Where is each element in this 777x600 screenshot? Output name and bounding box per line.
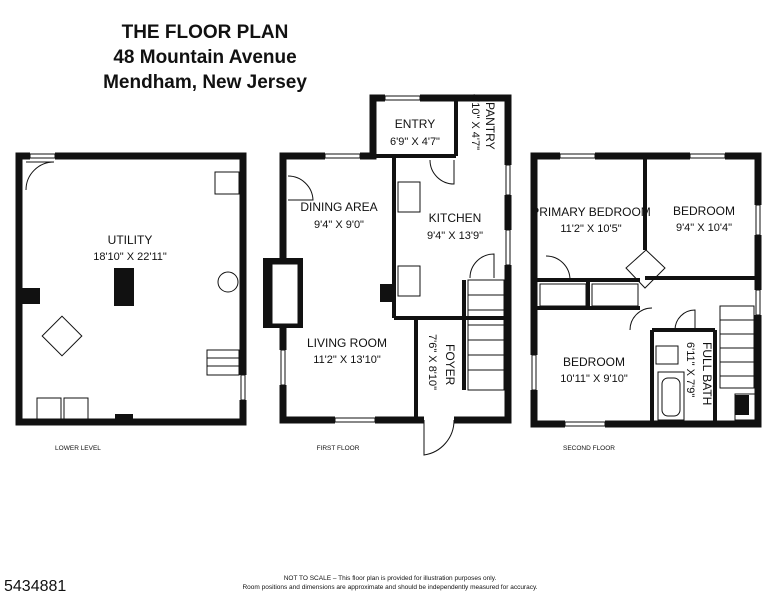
- foyer-dims: 7'6" X 8'10": [426, 334, 438, 390]
- second-floor-caption: SECOND FLOOR: [563, 445, 615, 452]
- dining-area-label: DINING AREA: [300, 200, 377, 214]
- full-bath-label: FULL BATH: [700, 342, 714, 405]
- entry-room-label: ENTRY: [395, 117, 435, 131]
- plan-city: Mendham, New Jersey: [103, 72, 307, 93]
- pantry-room-label: PANTRY: [483, 102, 497, 150]
- living-room-label: LIVING ROOM: [307, 336, 387, 350]
- dining-area-dims: 9'4" X 9'0": [314, 219, 364, 231]
- full-bath-dims: 6'11" X 7'9": [684, 342, 696, 397]
- entry-room-dims: 6'9" X 4'7": [390, 136, 440, 148]
- lower-level-caption: LOWER LEVEL: [55, 445, 101, 452]
- kitchen-label: KITCHEN: [429, 211, 482, 225]
- disclaimer-line-2: Room positions and dimensions are approx…: [242, 584, 538, 591]
- utility-room-label: UTILITY: [108, 233, 153, 247]
- utility-room-dims: 18'10" X 22'11": [93, 251, 167, 263]
- primary-bedroom-dims: 11'2" X 10'5": [560, 223, 621, 235]
- bedroom-3-dims: 10'11" X 9'10": [560, 373, 628, 385]
- foyer-label: FOYER: [443, 344, 457, 386]
- pantry-room-dims: 4'10" X 4'7": [469, 94, 481, 150]
- bedroom-2-dims: 9'4" X 10'4": [676, 222, 732, 234]
- disclaimer-line-1: NOT TO SCALE – This floor plan is provid…: [283, 575, 497, 582]
- stairs: [206, 279, 755, 391]
- living-room-dims: 11'2" X 13'10": [313, 354, 381, 366]
- first-floor-walls: [279, 94, 512, 424]
- listing-id: 5434881: [4, 578, 67, 595]
- plan-title: THE FLOOR PLAN: [121, 22, 289, 43]
- kitchen-dims: 9'4" X 13'9": [427, 230, 483, 242]
- bedroom-2-label: BEDROOM: [673, 204, 735, 218]
- first-floor-caption: FIRST FLOOR: [317, 445, 360, 452]
- primary-bedroom-label: PRIMARY BEDROOM: [531, 205, 651, 219]
- bedroom-3-label: BEDROOM: [563, 355, 625, 369]
- plan-address: 48 Mountain Avenue: [113, 47, 297, 68]
